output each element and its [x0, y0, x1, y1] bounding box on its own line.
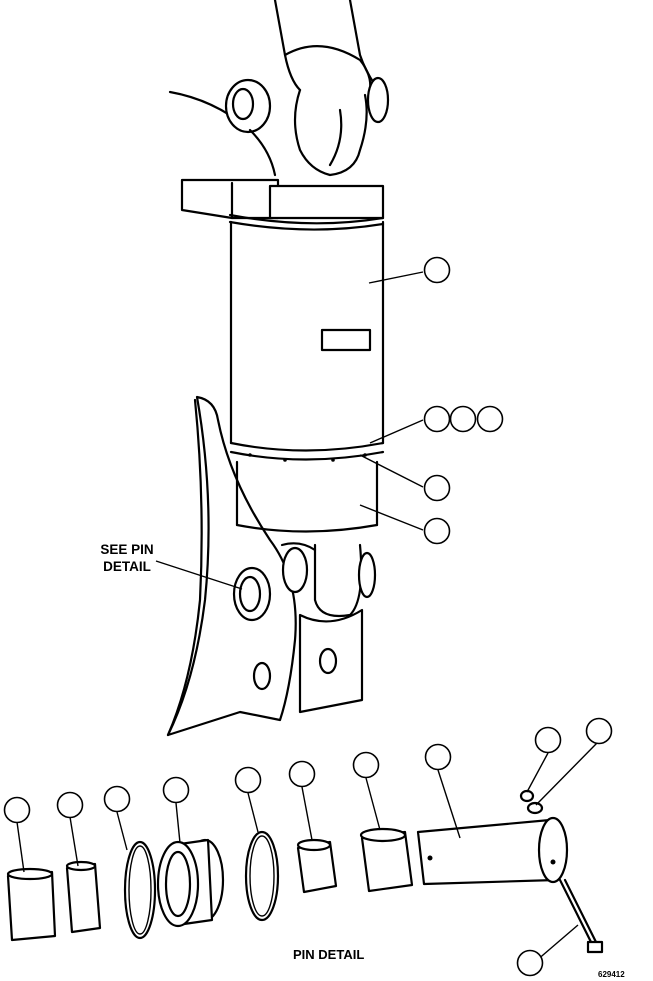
callout-pin-nut — [534, 726, 562, 754]
leader-lines — [16, 271, 598, 962]
pin-detail-title: PIN DETAIL — [293, 947, 365, 962]
pin-parts — [6, 789, 604, 954]
callout-band-1 — [423, 405, 451, 433]
callout-pin-part-6 — [288, 760, 316, 788]
figure-id: 629412 — [598, 970, 625, 979]
callout-ring — [423, 474, 451, 502]
upper-mount — [168, 0, 390, 177]
callout-band-2 — [449, 405, 477, 433]
callout-pin-part-3 — [103, 785, 131, 813]
callout-band-3 — [476, 405, 504, 433]
top-cap — [180, 178, 385, 231]
callout-pin-part-5 — [234, 766, 262, 794]
callout-lower-body — [423, 517, 451, 545]
callout-pin-bolt — [516, 949, 544, 977]
see-pin-detail-label: SEE PIN DETAIL — [100, 542, 154, 574]
cylinder-body — [229, 220, 385, 533]
callout-pin-part-2 — [56, 791, 84, 819]
callout-pin-part-4 — [162, 776, 190, 804]
callout-pin-washer — [585, 717, 613, 745]
callout-body — [423, 256, 451, 284]
callout-pin-part-8 — [424, 743, 452, 771]
callout-pin-part-7 — [352, 751, 380, 779]
callout-pin-part-1 — [3, 796, 31, 824]
callout-layer — [3, 256, 613, 977]
ripper-shank — [166, 395, 377, 737]
